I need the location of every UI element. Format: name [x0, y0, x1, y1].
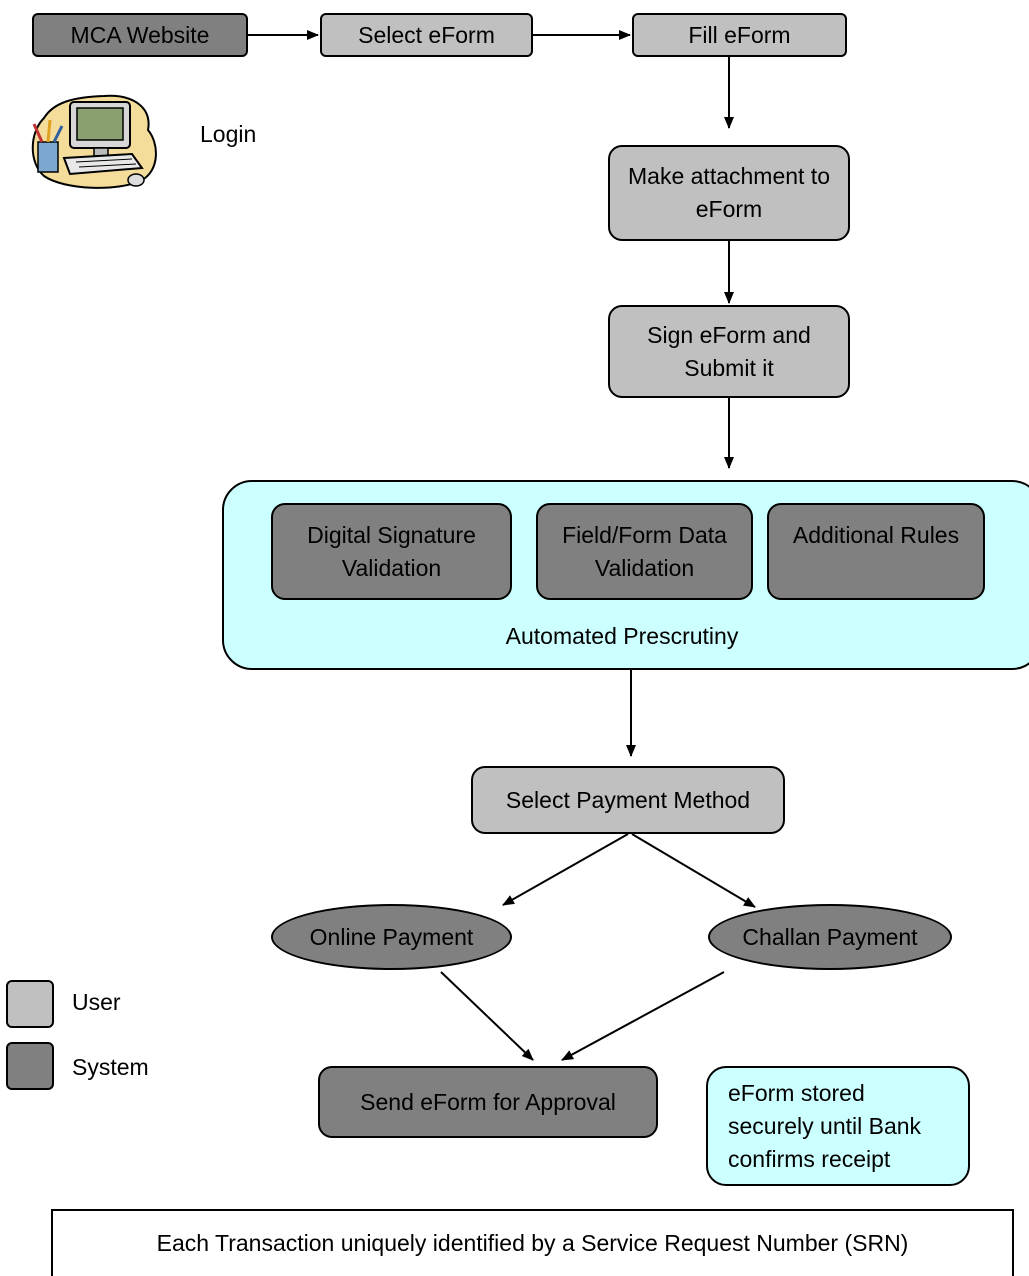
select-eform-box: Select eForm [320, 13, 533, 57]
legend-user-swatch [6, 980, 54, 1028]
challan-payment-ellipse: Challan Payment [708, 904, 952, 970]
arrow-online-to-approval [440, 971, 534, 1061]
check-field-form-data: Field/Form Data Validation [536, 503, 753, 600]
legend-user-label: User [72, 989, 121, 1015]
make-attachment-box: Make attachment to eForm [608, 145, 850, 241]
check-digital-signature: Digital Signature Validation [271, 503, 512, 600]
computer-clipart-icon [24, 88, 160, 192]
prescrutiny-title: Automated Prescrutiny [505, 623, 739, 649]
mca-website-box: MCA Website [32, 13, 248, 57]
login-label: Login [200, 121, 257, 147]
arrow-payment-to-online [502, 833, 629, 906]
legend-system-swatch [6, 1042, 54, 1090]
arrow-challan-to-approval [561, 971, 725, 1061]
select-payment-method-box: Select Payment Method [471, 766, 785, 834]
send-for-approval-box: Send eForm for Approval [318, 1066, 658, 1138]
arrow-payment-to-challan [631, 833, 756, 908]
bank-receipt-note: eForm stored securely until Bank confirm… [706, 1066, 970, 1186]
legend-system-label: System [72, 1054, 149, 1080]
sign-submit-box: Sign eForm and Submit it [608, 305, 850, 398]
fill-eform-box: Fill eForm [632, 13, 847, 57]
srn-footer-box: Each Transaction uniquely identified by … [51, 1209, 1014, 1276]
online-payment-ellipse: Online Payment [271, 904, 512, 970]
check-additional-rules: Additional Rules [767, 503, 985, 600]
